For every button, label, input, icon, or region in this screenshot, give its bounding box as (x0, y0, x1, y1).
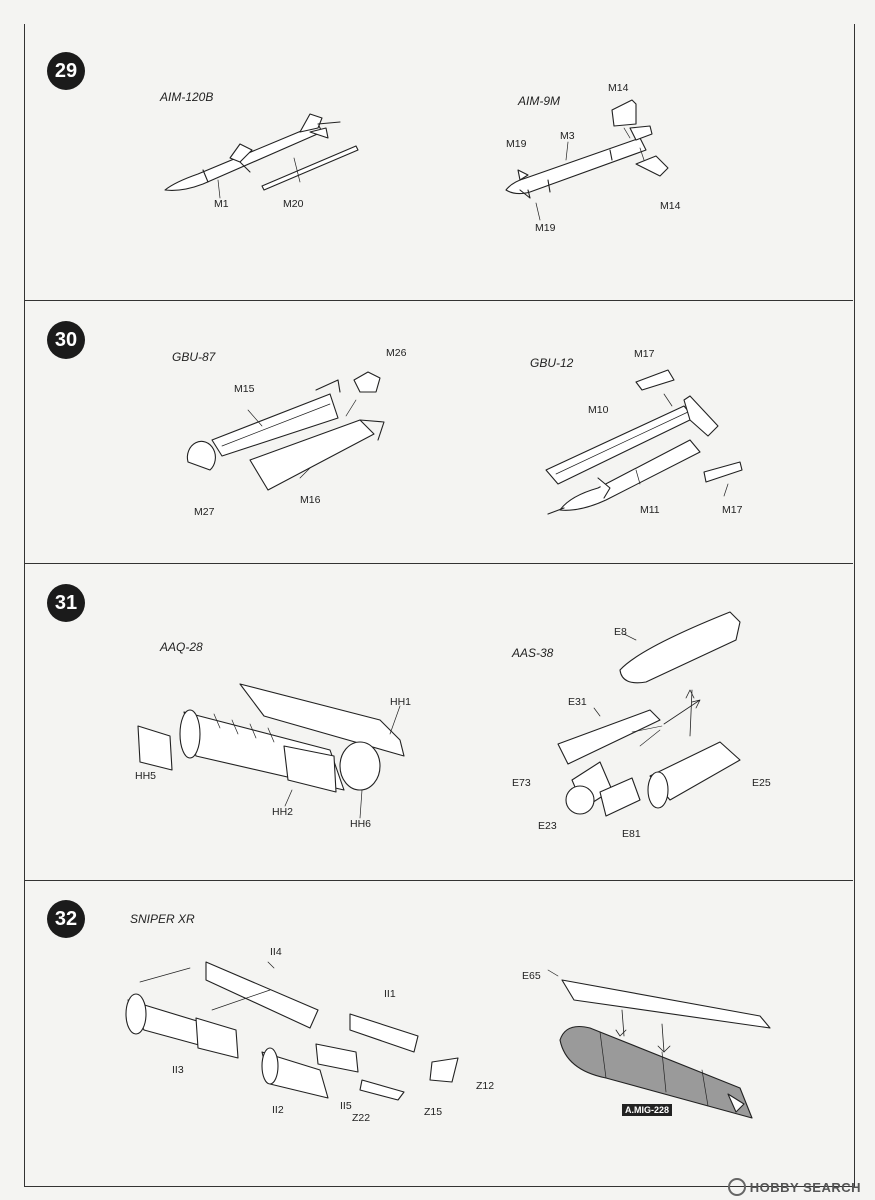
paint-code-label: A.MIG-228 (622, 1104, 673, 1116)
aim-9m-missile (505, 99, 669, 221)
aim-120b-title: AIM-120B (160, 90, 214, 104)
gbu-12-bomb (545, 369, 743, 515)
part-label: HH5 (135, 770, 157, 782)
watermark: HOBBY SEARCH (727, 1178, 861, 1196)
part-label: II3 (172, 1064, 184, 1076)
step-divider (24, 300, 853, 301)
step-32-badge: 32 (47, 900, 85, 938)
step-30-badge: 30 (47, 321, 85, 359)
part-label: M10 (588, 404, 609, 416)
part-label: II1 (384, 988, 396, 1000)
sniper-xr-pod (125, 961, 459, 1101)
aaq-28-title: AAQ-28 (160, 640, 203, 654)
part-label: II4 (270, 946, 282, 958)
part-label: M27 (194, 506, 215, 518)
part-label: M16 (300, 494, 321, 506)
part-label: M1 (214, 198, 229, 210)
watermark-logo-icon (727, 1178, 746, 1196)
part-label: Z15 (424, 1106, 443, 1118)
part-label: M14 (608, 82, 629, 94)
part-label: M19 (535, 222, 556, 234)
part-label: II5 (340, 1100, 352, 1112)
part-label: E73 (512, 777, 531, 789)
part-label: II2 (272, 1104, 284, 1116)
step-31-badge: 31 (47, 584, 85, 622)
part-label: HH6 (350, 818, 372, 830)
part-label: E31 (568, 696, 587, 708)
part-label: M19 (506, 138, 527, 150)
gbu-12-title: GBU-12 (530, 356, 574, 370)
page-frame (24, 24, 855, 1187)
aas-38-title: AAS-38 (512, 646, 554, 660)
part-label: M3 (560, 130, 575, 142)
sniper-xr-title: SNIPER XR (130, 912, 195, 926)
part-label: E8 (614, 626, 627, 638)
part-label: Z22 (352, 1112, 371, 1124)
part-label: Z12 (476, 1080, 495, 1092)
part-label: E23 (538, 820, 557, 832)
step-divider (24, 563, 853, 564)
gbu-87-bomb (186, 371, 385, 491)
part-label: M11 (640, 504, 660, 516)
part-label: M17 (634, 348, 655, 360)
aaq-28-pod (137, 683, 405, 819)
part-label: M15 (234, 383, 255, 395)
aas-38-pod (557, 611, 741, 817)
gbu-87-title: GBU-87 (172, 350, 216, 364)
part-label: M26 (386, 347, 407, 359)
part-label: HH1 (390, 696, 412, 708)
sniper-xr-painted-pod (547, 969, 771, 1119)
watermark-text: HOBBY SEARCH (749, 1179, 861, 1195)
part-label: E81 (622, 828, 641, 840)
part-label: M20 (283, 198, 304, 210)
aim-120b-missile (164, 113, 359, 199)
part-label: E25 (752, 777, 771, 789)
step-29-badge: 29 (47, 52, 85, 90)
part-label: E65 (522, 970, 541, 982)
part-label: HH2 (272, 806, 294, 818)
part-label: M17 (722, 504, 743, 516)
step-divider (24, 880, 853, 881)
part-label: M14 (660, 200, 681, 212)
aim-9m-title: AIM-9M (518, 94, 560, 108)
